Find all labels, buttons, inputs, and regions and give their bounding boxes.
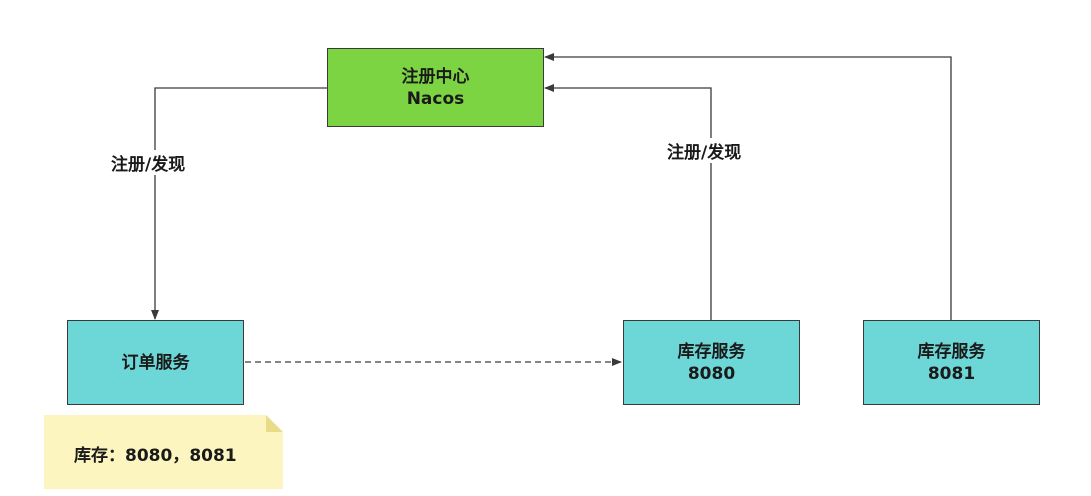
edge-label-order: 注册/发现 bbox=[109, 150, 188, 175]
registry-node[interactable]: 注册中心 Nacos bbox=[327, 48, 544, 127]
inventory-8080-title: 库存服务 bbox=[677, 341, 746, 362]
inventory-8080-port: 8080 bbox=[687, 363, 736, 384]
sticky-note: 库存：8080，8081 bbox=[44, 415, 283, 489]
edge-inventory8080-to-registry bbox=[544, 84, 712, 320]
edge-inventory8081-to-registry bbox=[544, 53, 952, 320]
edge-registry-to-order bbox=[151, 87, 327, 320]
registry-title: 注册中心 bbox=[401, 66, 470, 87]
inventory-8080-node[interactable]: 库存服务 8080 bbox=[623, 320, 800, 405]
note-shape bbox=[44, 415, 283, 489]
edge-label-inventory: 注册/发现 bbox=[665, 138, 744, 163]
order-service-label: 订单服务 bbox=[121, 352, 190, 373]
registry-subtitle: Nacos bbox=[406, 88, 465, 109]
order-service-node[interactable]: 订单服务 bbox=[67, 320, 244, 405]
note-text: 库存：8080，8081 bbox=[74, 446, 237, 466]
inventory-8081-node[interactable]: 库存服务 8081 bbox=[863, 320, 1040, 405]
inventory-8081-title: 库存服务 bbox=[917, 341, 986, 362]
inventory-8081-port: 8081 bbox=[927, 363, 976, 384]
